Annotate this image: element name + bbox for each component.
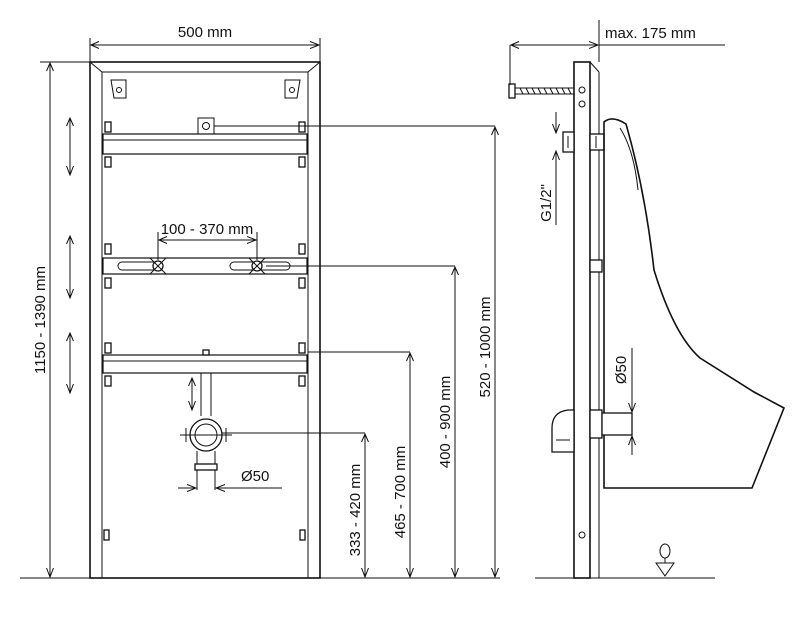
floor-level-icon [655,543,675,577]
middle-crossbar [102,243,308,289]
middle-bar-height-label: 400 - 900 mm [437,376,454,469]
urinal-outline [603,118,786,489]
drain-assembly-front [180,373,232,490]
frame-width-label: 500 mm [178,24,232,41]
drain-height-label: 333 - 420 mm [347,464,364,557]
side-frame [573,61,603,579]
front-frame [89,61,321,579]
top-crossbar [102,117,308,168]
drain-diameter-side-label: Ø50 [613,356,630,384]
drain-diameter-front-label: Ø50 [241,468,269,485]
wall-anchor-rod [508,83,574,99]
drain-assembly-side [551,409,633,453]
lower-bar-height-label: 465 - 700 mm [392,446,409,539]
foot-left [103,529,110,541]
foot-right [299,529,306,541]
top-bar-height-label: 520 - 1000 mm [477,297,494,398]
max-depth-label: max. 175 mm [605,25,696,42]
inlet-connection [562,131,605,153]
tap-spacing-label: 100 - 370 mm [161,221,254,238]
frame-height-label: 1150 - 1390 mm [32,266,49,374]
lower-crossbar [102,342,308,387]
inlet-thread-label: G1/2" [538,184,555,222]
